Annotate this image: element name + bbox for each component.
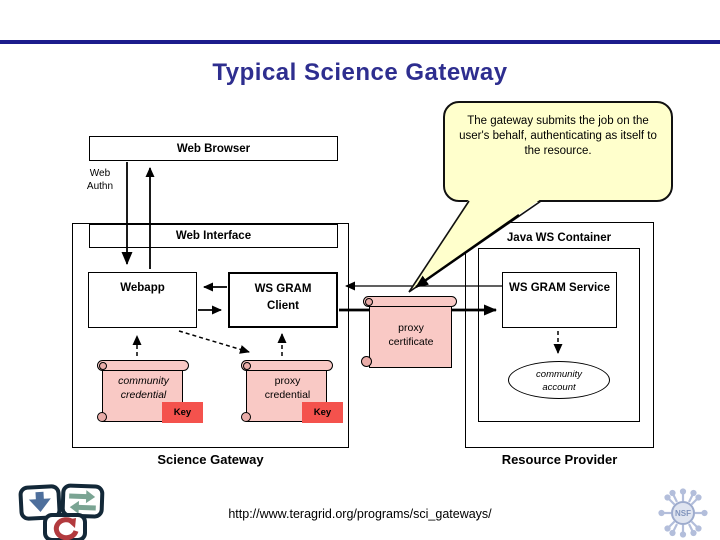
resource-provider-label: Resource Provider: [501, 452, 618, 467]
key-badge-proxy: Key: [302, 402, 343, 423]
teragrid-logo: [18, 483, 105, 540]
sync-arrows-icon: [60, 483, 105, 519]
g-arrow-icon: [43, 513, 87, 540]
proxy-credential-curl-top: [243, 362, 251, 370]
callout-text: The gateway submits the job on the user'…: [459, 115, 657, 157]
nsf-starburst: [658, 488, 708, 538]
ws-gram-client-line1: WS GRAM: [254, 283, 312, 295]
proxy-credential-roll: [241, 360, 333, 371]
java-ws-container-box: [478, 248, 640, 422]
web-interface-box: Web Interface: [89, 224, 338, 248]
resource-provider-box: [465, 222, 654, 448]
science-gateway-box: [72, 223, 349, 448]
proxy-credential-curl-bottom: [241, 412, 251, 422]
web-authn-line2: Authn: [86, 181, 114, 192]
community-account-ellipse: community account: [508, 361, 610, 399]
key-badge-community: Key: [162, 402, 203, 423]
community-credential-curl-top: [99, 362, 107, 370]
community-account-line2: account: [542, 382, 576, 393]
community-credential-line2: credential: [120, 388, 167, 401]
proxy-certificate-roll: [363, 296, 457, 307]
community-credential-roll: [97, 360, 189, 371]
ws-gram-client-label: WS GRAM Client: [230, 281, 336, 315]
download-arrow-icon: [18, 484, 62, 521]
webapp-box: Webapp: [88, 272, 197, 328]
ws-gram-client-box: WS GRAM Client: [228, 272, 338, 328]
community-account-line1: community: [536, 369, 582, 380]
community-credential-label: community credential: [97, 375, 190, 402]
top-rule: [0, 40, 720, 44]
community-credential-scroll: community credential: [97, 360, 190, 423]
ws-gram-service-box: WS GRAM Service: [502, 272, 617, 328]
community-credential-curl-bottom: [97, 412, 107, 422]
nsf-logo: NSF: [658, 488, 708, 538]
callout-tail-edge-left: [408, 200, 470, 293]
proxy-certificate-curl-top: [365, 298, 373, 306]
web-interface-label: Web Interface: [175, 230, 252, 242]
proxy-certificate-label: proxy certificate: [363, 321, 459, 349]
proxy-credential-label: proxy credential: [241, 375, 334, 402]
science-gateway-label: Science Gateway: [157, 452, 264, 467]
footer-url: http://www.teragrid.org/programs/sci_gat…: [228, 507, 492, 521]
proxy-certificate-line2: certificate: [388, 336, 434, 348]
proxy-certificate-curl-bottom: [361, 356, 372, 367]
web-authn-line1: Web: [89, 168, 111, 179]
web-browser-box: Web Browser: [89, 136, 338, 161]
webapp-label: Webapp: [120, 282, 165, 294]
proxy-credential-line1: proxy: [274, 375, 301, 387]
proxy-certificate-body: [369, 302, 452, 368]
page-title: Typical Science Gateway: [212, 59, 508, 86]
proxy-certificate-line1: proxy: [398, 322, 424, 334]
ws-gram-service-label: WS GRAM Service: [509, 282, 610, 294]
java-ws-container-label: Java WS Container: [506, 232, 612, 244]
callout: The gateway submits the job on the user'…: [443, 101, 673, 202]
ws-gram-client-line2: Client: [267, 300, 299, 312]
proxy-credential-line2: credential: [264, 388, 311, 401]
web-browser-label: Web Browser: [176, 143, 251, 155]
proxy-certificate-scroll: proxy certificate: [361, 296, 459, 369]
web-authn-label: Web Authn: [79, 167, 121, 193]
community-credential-line1: community: [118, 375, 169, 387]
nsf-text: NSF: [675, 509, 691, 518]
